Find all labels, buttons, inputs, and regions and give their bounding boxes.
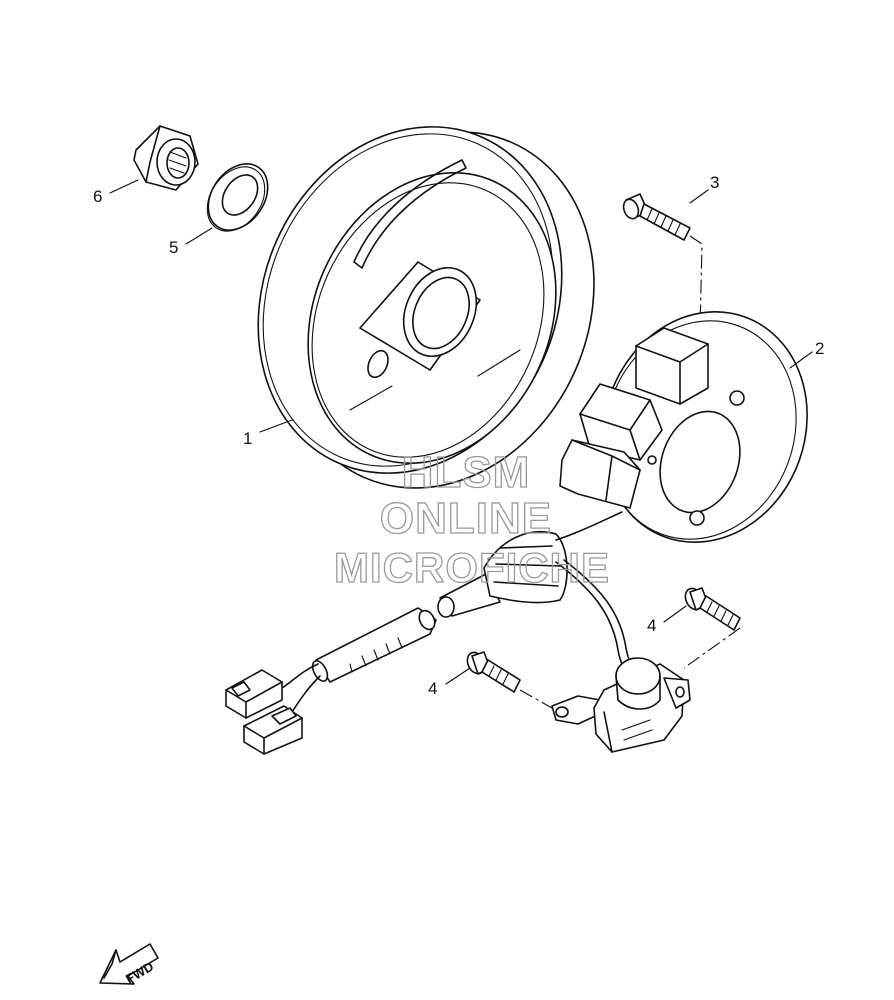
nut-part[interactable] (133, 125, 199, 191)
leader-line-2 (789, 351, 813, 369)
watermark-line-3: MICROFICHE (334, 544, 610, 591)
washer-part[interactable] (195, 153, 280, 242)
callout-1: 1 (243, 429, 252, 448)
leader-line-6 (109, 179, 139, 194)
leader-line-1 (259, 419, 293, 433)
bolt-axis-line-lower (519, 689, 553, 709)
leader-line-5 (185, 227, 213, 245)
rotor-part[interactable] (204, 78, 649, 538)
callout-2: 2 (815, 339, 824, 358)
leader-line-4-lower (445, 667, 471, 685)
pickup-bolt-upper-part[interactable] (682, 586, 741, 631)
callout-3: 3 (710, 173, 719, 192)
leader-line-3 (689, 189, 709, 204)
bolt-axis-line-upper (683, 627, 741, 669)
leader-line-4-upper (663, 605, 687, 623)
fwd-direction-arrow: FWD (99, 943, 159, 986)
callout-5: 5 (169, 238, 178, 257)
callout-6: 6 (93, 187, 102, 206)
pickup-bolt-lower-part[interactable] (464, 650, 521, 693)
watermark: HLSM ONLINE MICROFICHE (333, 447, 610, 591)
watermark-line-2: ONLINE (380, 494, 552, 543)
stator-part[interactable] (559, 283, 839, 571)
stator-screw-part[interactable] (621, 193, 691, 241)
watermark-line-1: HLSM (402, 448, 531, 497)
callout-4-upper: 4 (647, 616, 656, 635)
pickup-coil-part[interactable] (551, 657, 691, 753)
screw-axis-line (689, 235, 703, 331)
wiring-harness (225, 511, 641, 755)
callout-4-lower: 4 (428, 679, 437, 698)
